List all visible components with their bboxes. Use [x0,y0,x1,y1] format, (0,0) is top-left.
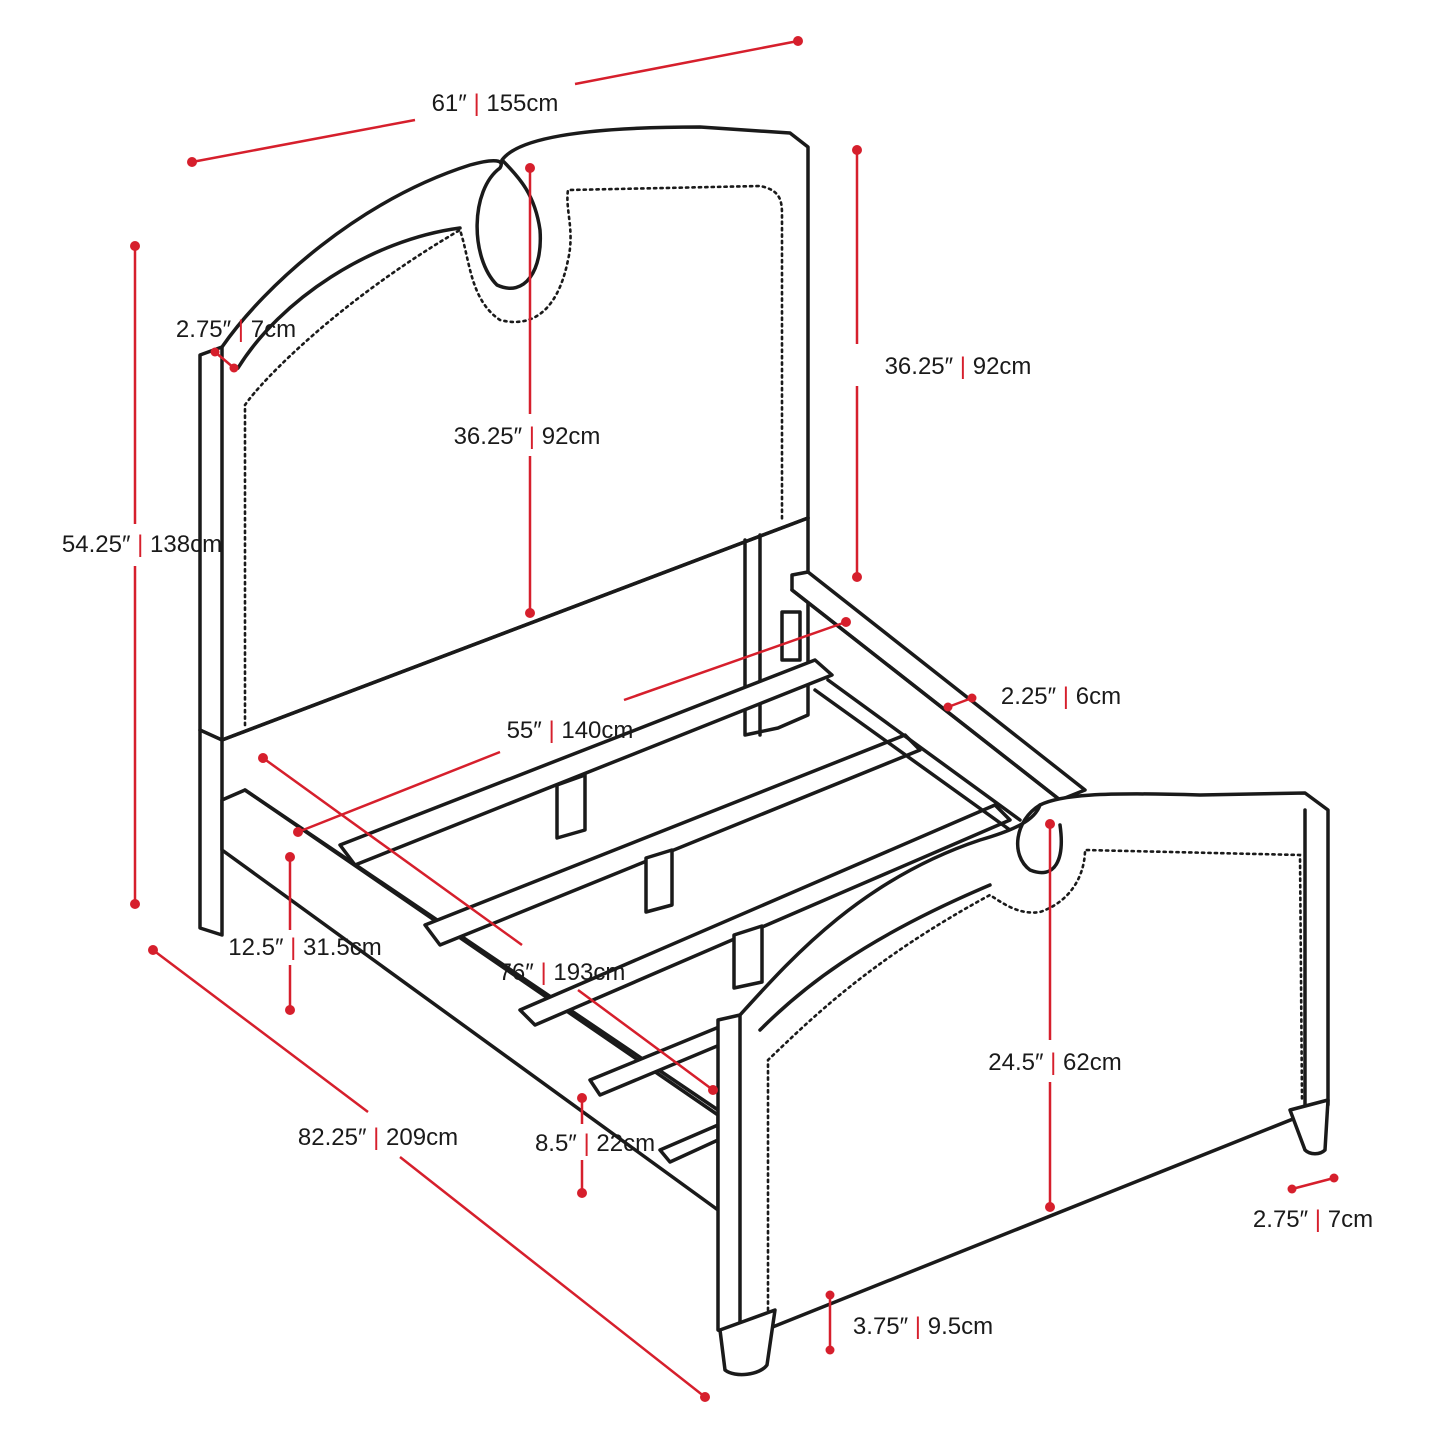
separator: | [467,90,487,117]
imperial: 2.75″ [1253,1206,1309,1233]
separator: | [522,423,542,450]
imperial: 12.5″ [228,934,284,961]
label-headboard-side-height: 36.25″ | 92cm [885,353,1032,380]
metric: 193cm [553,959,625,986]
separator: | [231,316,251,343]
label-inner-length: 76″ | 193cm [499,959,626,986]
label-footboard-height: 24.5″ | 62cm [988,1049,1121,1076]
bed-drawing [198,125,1330,1377]
imperial: 36.25″ [454,423,523,450]
imperial: 54.25″ [62,531,131,558]
imperial: 61″ [432,90,468,117]
imperial: 8.5″ [535,1130,577,1157]
label-side-rail-thickness: 2.25″ | 6cm [1001,683,1121,710]
rail-bracket [780,610,802,662]
label-rail-height: 8.5″ | 22cm [535,1130,655,1157]
metric: 155cm [486,90,558,117]
label-overall-length: 82.25″ | 209cm [298,1124,458,1151]
label-headboard-center-height: 36.25″ | 92cm [454,423,601,450]
separator: | [534,959,554,986]
imperial: 82.25″ [298,1124,367,1151]
separator: | [366,1124,386,1151]
imperial: 24.5″ [988,1049,1044,1076]
label-rail-clearance: 12.5″ | 31.5cm [228,934,382,961]
separator: | [908,1313,928,1340]
footboard [716,791,1330,1377]
dimension-lines [130,36,1339,1402]
separator: | [283,934,303,961]
imperial: 76″ [499,959,535,986]
metric: 92cm [973,353,1032,380]
metric: 6cm [1076,683,1121,710]
metric: 9.5cm [928,1313,993,1340]
label-leg-height: 3.75″ | 9.5cm [853,1313,993,1340]
metric: 7cm [251,316,296,343]
metric: 138cm [150,531,222,558]
separator: | [953,353,973,380]
label-headboard-width: 61″ | 155cm [432,90,559,117]
imperial: 55″ [507,717,543,744]
footboard-studs [766,848,1304,1312]
separator: | [577,1130,597,1157]
label-foot-leg-width: 2.75″ | 7cm [1253,1206,1373,1233]
separator: | [1043,1049,1063,1076]
label-overall-height: 54.25″ | 138cm [62,531,222,558]
imperial: 3.75″ [853,1313,909,1340]
separator: | [130,531,150,558]
separator: | [1308,1206,1328,1233]
imperial: 2.75″ [176,316,232,343]
separator: | [1056,683,1076,710]
imperial: 36.25″ [885,353,954,380]
label-inner-width: 55″ | 140cm [507,717,634,744]
imperial: 2.25″ [1001,683,1057,710]
separator: | [542,717,562,744]
label-headboard-post-top: 2.75″ | 7cm [176,316,296,343]
metric: 140cm [561,717,633,744]
metric: 92cm [542,423,601,450]
metric: 22cm [596,1130,655,1157]
metric: 7cm [1328,1206,1373,1233]
metric: 31.5cm [303,934,382,961]
dimension-labels: 61″ | 155cm 2.75″ | 7cm 54.25″ | 138cm 3… [62,90,1373,1340]
headboard [198,125,810,937]
headboard-studs [243,184,784,727]
metric: 62cm [1063,1049,1122,1076]
metric: 209cm [386,1124,458,1151]
